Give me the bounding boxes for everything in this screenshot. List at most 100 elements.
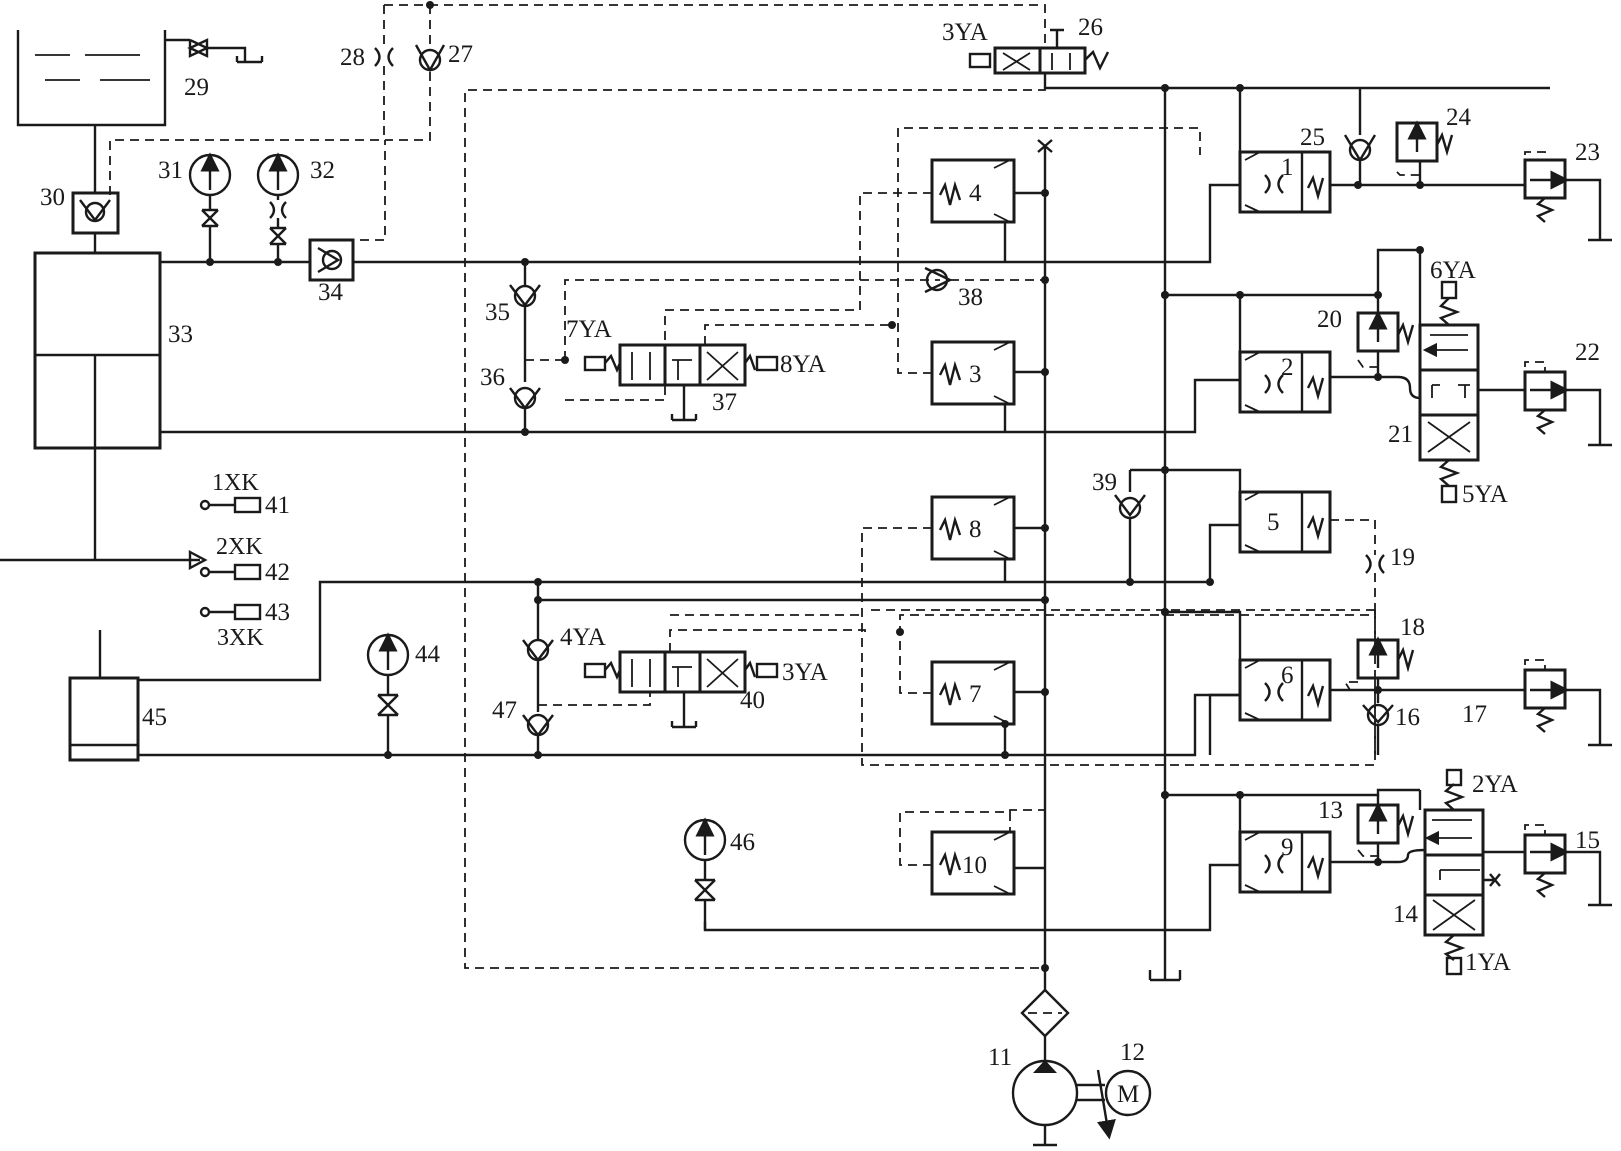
label-32: 32 xyxy=(310,157,335,184)
label-11: 11 xyxy=(988,1044,1012,1071)
label-26: 26 xyxy=(1078,14,1103,41)
label-46: 46 xyxy=(730,829,755,856)
limit-switch-2XK: 2XK 42 xyxy=(199,534,290,586)
limit-switch-3XK: 3XK 43 xyxy=(199,599,290,651)
solenoid-valve-21: 6YA 5YA 21 xyxy=(1388,250,1525,508)
valve-10: 10 xyxy=(899,809,1045,896)
label-sol-7YA: 7YA xyxy=(566,316,612,343)
label-16: 16 xyxy=(1395,704,1420,731)
main-cylinder-33: 33 xyxy=(0,251,208,570)
relief-valve-20: 20 xyxy=(1317,295,1415,377)
throttle-19: 19 xyxy=(1365,544,1415,610)
check-valve-35: 35 xyxy=(485,258,541,382)
flow-valve-6: 6 xyxy=(1161,608,1525,755)
label-19: 19 xyxy=(1390,544,1415,571)
label-12: 12 xyxy=(1120,1039,1145,1066)
cylinder-45: 45 xyxy=(68,580,1240,762)
label-9: 9 xyxy=(1281,834,1294,861)
pressure-gauge-32: 32 xyxy=(256,152,335,266)
return-line xyxy=(1148,88,1182,982)
valve-7: 7 xyxy=(899,610,1376,755)
label-33: 33 xyxy=(168,321,193,348)
label-2XK: 2XK xyxy=(216,534,263,560)
pressure-gauge-46: 46 xyxy=(683,817,755,930)
label-44: 44 xyxy=(415,641,441,668)
label-20: 20 xyxy=(1317,306,1342,333)
limit-switch-1XK: 1XK 41 xyxy=(199,470,290,519)
relief-valve-18: 18 xyxy=(1343,614,1425,691)
label-15: 15 xyxy=(1575,827,1600,854)
relief-valve-17: 17 xyxy=(1462,659,1612,747)
label-13: 13 xyxy=(1318,797,1343,824)
label-27: 27 xyxy=(448,41,473,68)
valve-4: 4 xyxy=(664,158,1049,345)
label-14: 14 xyxy=(1393,901,1419,928)
pressure-gauge-31: 31 xyxy=(158,152,232,266)
check-valve-30: 30 xyxy=(40,125,390,253)
label-sol-3YA: 3YA xyxy=(942,19,988,46)
label-sol-2YA: 2YA xyxy=(1472,771,1518,798)
solenoid-valve-26: 3YA 26 xyxy=(942,14,1550,90)
solenoid-valve-14: 2YA 1YA 14 xyxy=(1393,768,1525,976)
pressure-gauge-44: 44 xyxy=(366,632,441,759)
label-39: 39 xyxy=(1092,469,1117,496)
label-sol-3YA-b: 3YA xyxy=(782,659,828,686)
label-24: 24 xyxy=(1446,104,1472,131)
label-30: 30 xyxy=(40,184,65,211)
label-47: 47 xyxy=(492,697,517,724)
label-34: 34 xyxy=(318,279,344,306)
check-valve-39: 39 xyxy=(1092,469,1146,586)
label-1XK: 1XK xyxy=(212,470,259,496)
label-3: 3 xyxy=(969,361,982,388)
label-8: 8 xyxy=(969,516,982,543)
label-40: 40 xyxy=(740,687,765,714)
flow-valve-5: 5 xyxy=(1130,466,1376,582)
motor-12: M 12 xyxy=(1104,1039,1152,1117)
throttle-28: 28 xyxy=(340,5,394,140)
label-42: 42 xyxy=(265,559,290,586)
label-sol-6YA: 6YA xyxy=(1430,257,1476,284)
label-22: 22 xyxy=(1575,339,1600,366)
flow-valve-1: 1 xyxy=(1238,88,1525,214)
label-sol-4YA: 4YA xyxy=(560,624,606,651)
label-38: 38 xyxy=(958,284,983,311)
valve-3: 3 xyxy=(897,127,1201,432)
check-valve-27: 27 xyxy=(384,1,1046,141)
solenoid-valve-40: 4YA 3YA 40 xyxy=(538,614,904,729)
check-valve-16: 16 xyxy=(1362,690,1420,755)
check-valve-4YA-side xyxy=(522,578,1045,712)
label-17: 17 xyxy=(1462,701,1487,728)
label-7: 7 xyxy=(969,681,982,708)
label-25: 25 xyxy=(1300,124,1325,151)
relief-valve-15: 15 xyxy=(1523,824,1612,907)
flow-valve-9: 9 xyxy=(703,788,1420,932)
label-29: 29 xyxy=(184,74,209,101)
label-2: 2 xyxy=(1281,354,1294,381)
filter xyxy=(1020,964,1070,1060)
label-sol-1YA: 1YA xyxy=(1465,949,1511,976)
label-sol-8YA: 8YA xyxy=(780,351,826,378)
oil-tank-29: 29 xyxy=(16,30,264,127)
check-valve-47: 47 xyxy=(492,697,554,759)
pilot-line-19 xyxy=(865,609,1376,755)
relief-valve-24: 24 xyxy=(1395,104,1472,185)
check-valve-25: 25 xyxy=(1300,88,1377,185)
label-43: 43 xyxy=(265,599,290,626)
check-valve-38: 38 xyxy=(924,266,1049,311)
label-sol-5YA: 5YA xyxy=(1462,481,1508,508)
label-10: 10 xyxy=(962,852,987,879)
label-37: 37 xyxy=(712,389,737,416)
label-23: 23 xyxy=(1575,139,1600,166)
check-valve-34: 34 xyxy=(160,140,1240,306)
label-41: 41 xyxy=(265,492,290,519)
label-31: 31 xyxy=(158,157,183,184)
cylinder-rod-line xyxy=(160,378,1240,434)
label-4: 4 xyxy=(969,180,982,207)
relief-valve-23: 23 xyxy=(1523,139,1612,242)
label-45: 45 xyxy=(142,704,167,731)
label-18: 18 xyxy=(1400,614,1425,641)
valve-8: 8 xyxy=(861,495,1376,766)
label-28: 28 xyxy=(340,44,365,71)
label-6: 6 xyxy=(1281,662,1294,689)
